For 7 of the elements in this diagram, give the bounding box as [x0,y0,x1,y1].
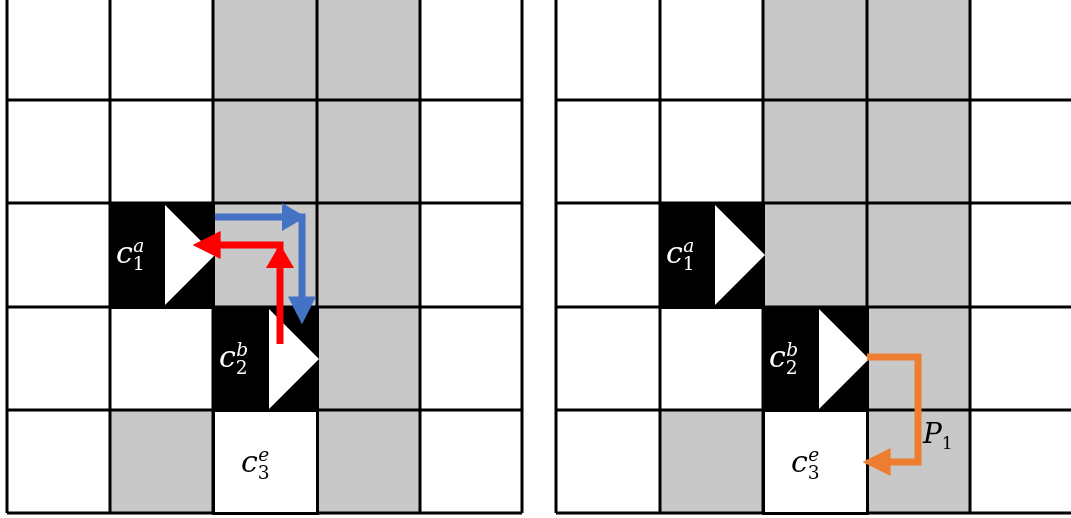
grid-cell [762,409,869,515]
occupied-cell [762,306,869,412]
edge-label: P$_{1}$ [923,420,953,453]
occupied-cell [659,202,765,309]
occupied-cell [109,202,215,309]
occupied-cell [212,306,319,412]
grid-cell [212,409,319,515]
